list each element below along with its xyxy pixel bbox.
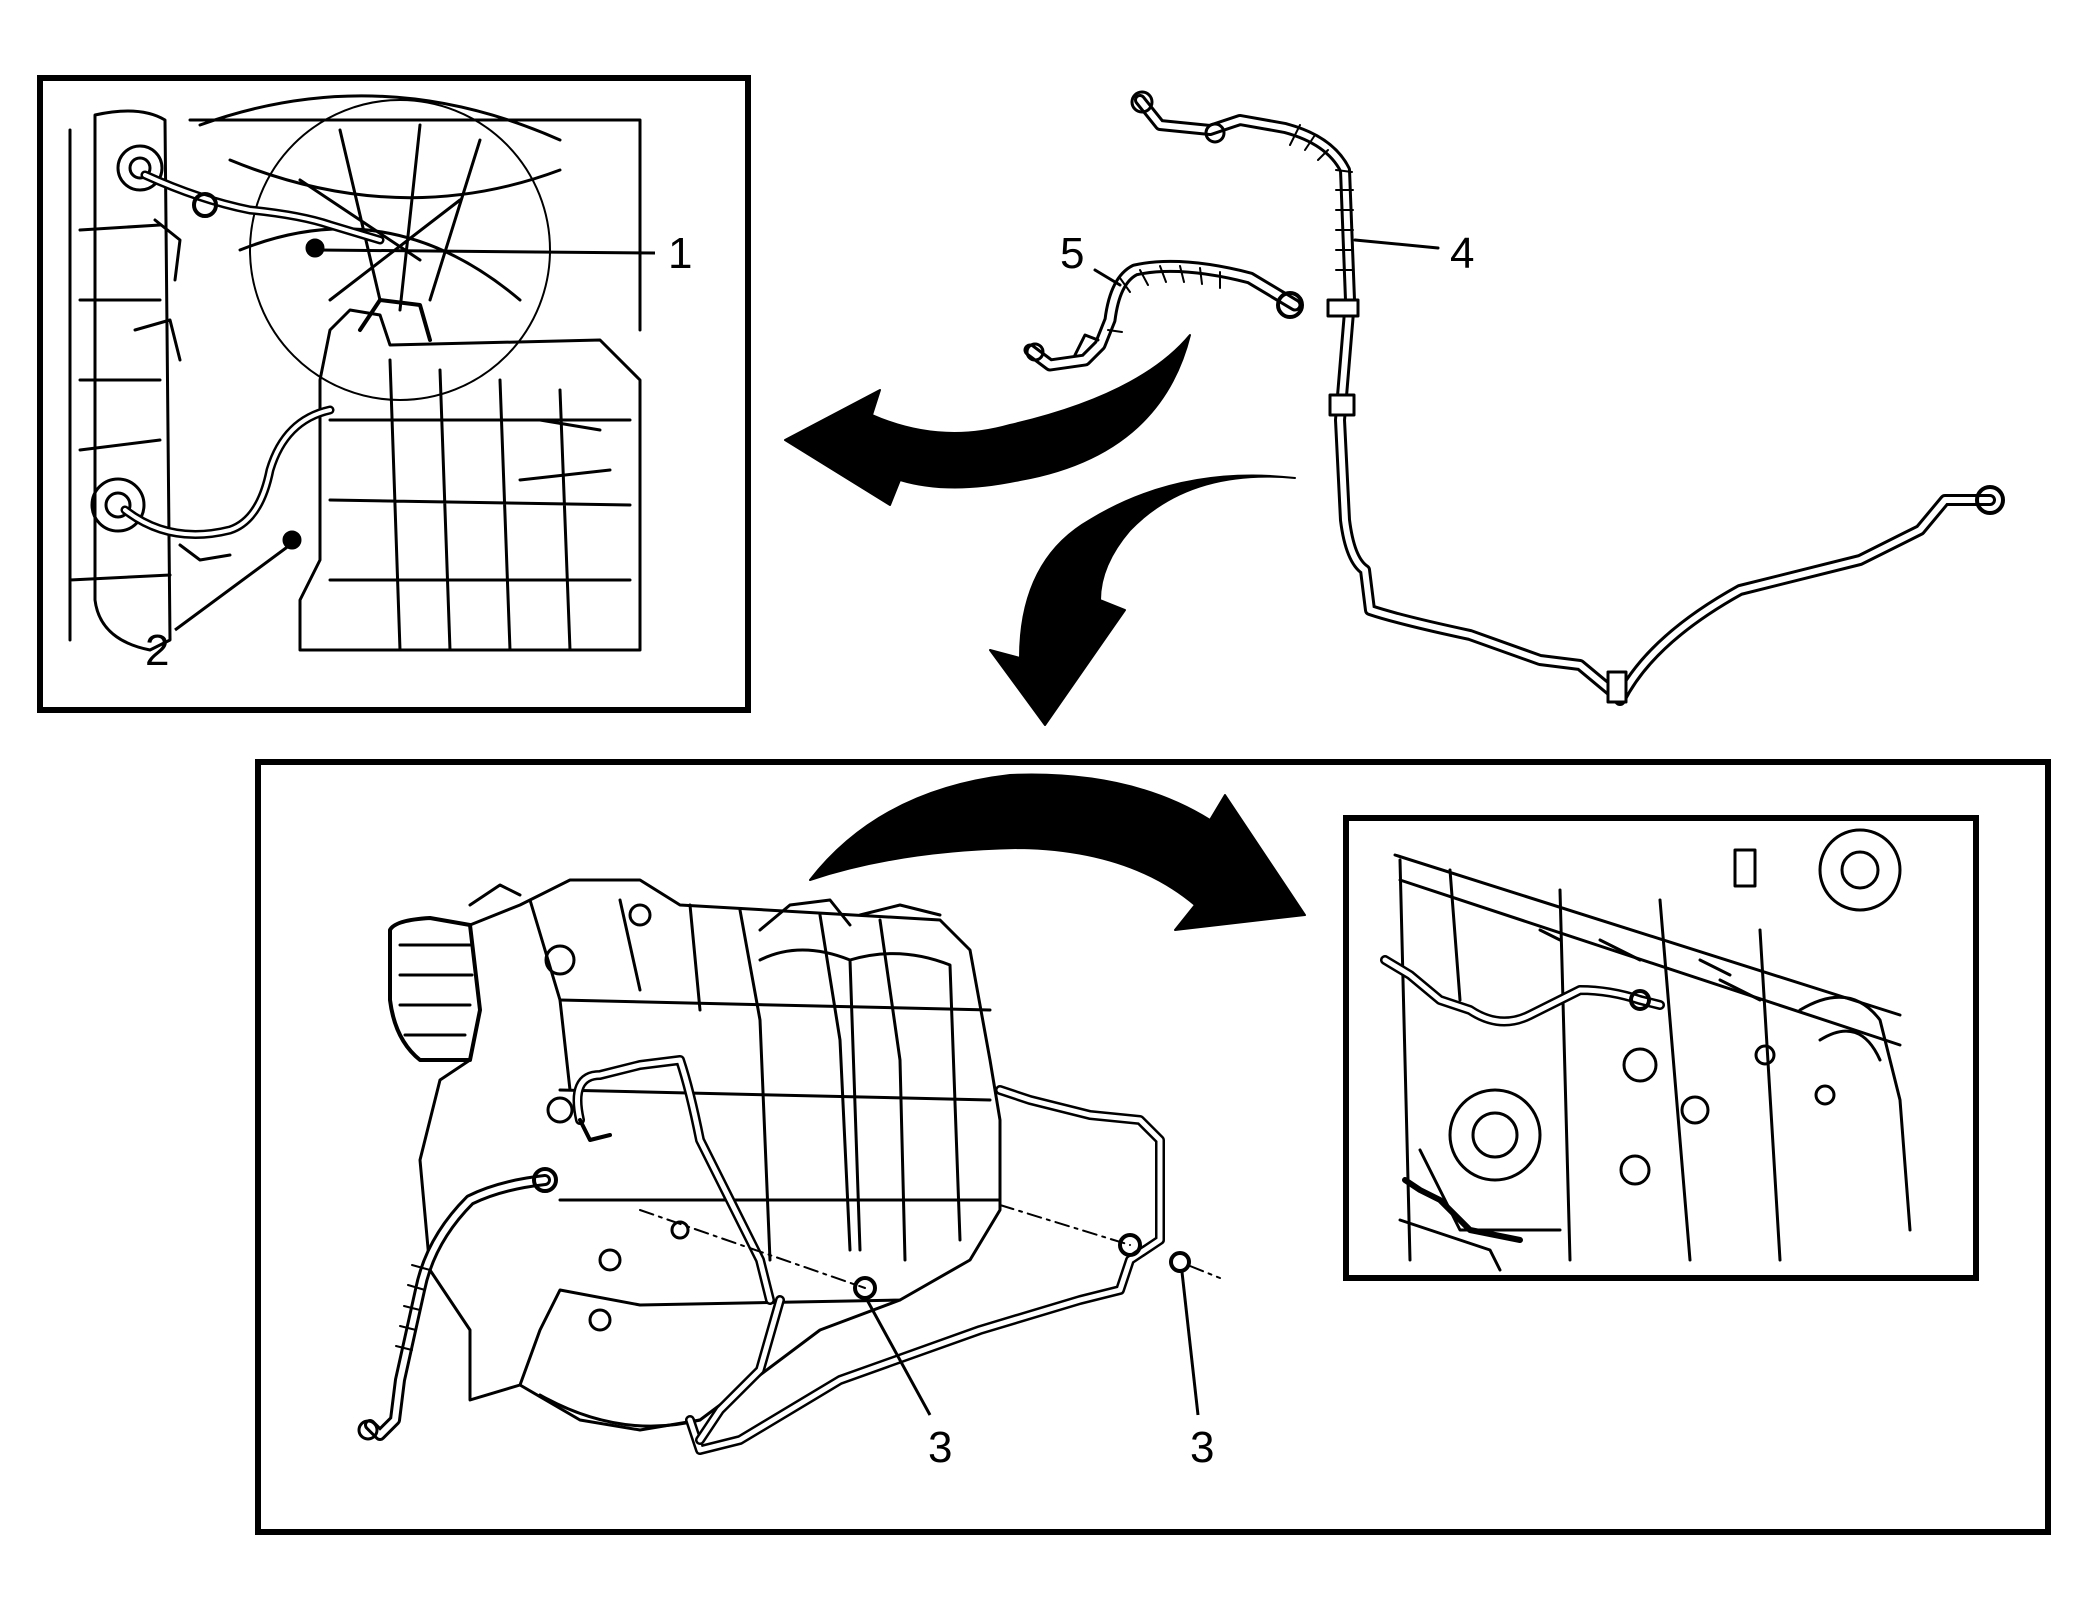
callout-5: 5 <box>1060 229 1084 278</box>
inset-detail <box>1343 815 1979 1281</box>
transmission-panel: 3 3 <box>255 759 2051 1535</box>
callout-4: 4 <box>1450 229 1474 278</box>
callout-3b: 3 <box>1190 1423 1214 1472</box>
callout-1: 1 <box>668 229 692 278</box>
transmission-drawing <box>357 878 1221 1455</box>
leader-line-3a <box>864 1297 932 1416</box>
leader-line-2 <box>174 543 291 632</box>
cooler-hose-5 <box>1023 259 1304 372</box>
inset-radiator-connections: 1 2 <box>37 75 751 713</box>
callout-2: 2 <box>145 626 169 675</box>
cooler-line-4 <box>1130 90 2005 706</box>
leader-line-5 <box>1093 268 1122 287</box>
leader-line-1 <box>317 248 656 255</box>
callout-3a: 3 <box>928 1423 952 1472</box>
direction-arrows <box>784 334 1306 931</box>
arrow-to-radiator-inset <box>784 334 1191 506</box>
transmission-panel-frame <box>255 759 2051 1535</box>
leader-line-4 <box>1353 238 1440 250</box>
leader-line-3b <box>1180 1271 1200 1416</box>
inset-detail-drawing <box>1380 828 1912 1272</box>
arrow-to-transmission-panel <box>989 474 1296 726</box>
arrow-to-detail-inset <box>809 773 1306 931</box>
inset-radiator-drawing <box>68 94 642 652</box>
cooler-lines-exploded <box>1023 90 2005 706</box>
inset-detail-frame <box>1343 815 1979 1281</box>
